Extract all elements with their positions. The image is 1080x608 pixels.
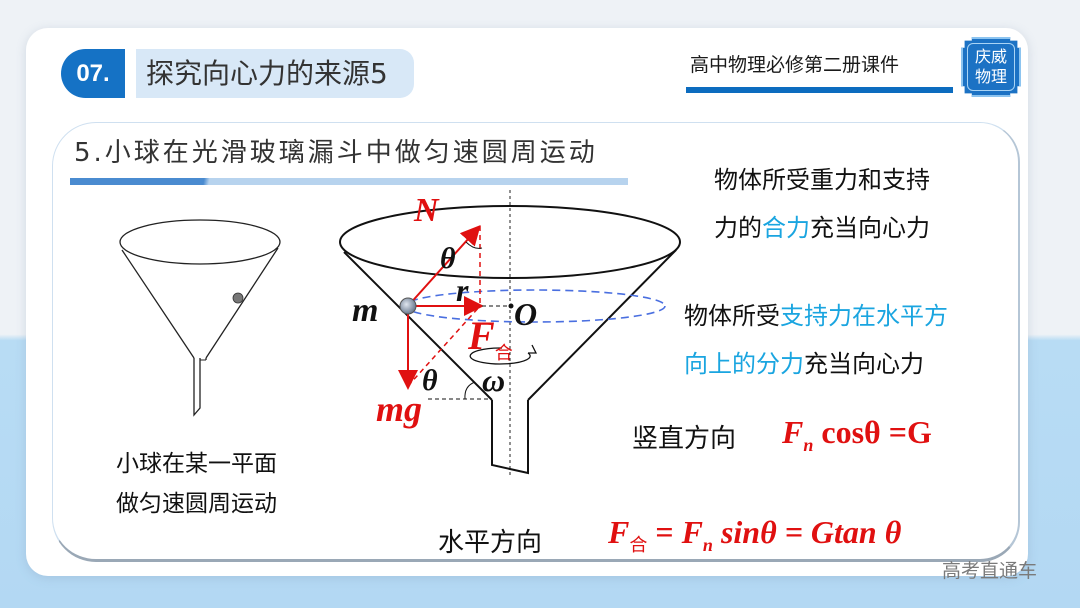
explanation1-highlight: 合力 xyxy=(762,214,810,242)
left-caption-line1: 小球在某一平面 xyxy=(116,451,277,477)
explanation2-line2-b: 充当向心力 xyxy=(804,350,924,378)
horizontal-sub: 合 xyxy=(629,535,648,556)
explanation2-line1: 物体所受支持力在水平方 xyxy=(684,296,948,331)
label-center: O xyxy=(514,296,538,332)
watermark: 高考直通车 xyxy=(942,560,1038,582)
label-mass: m xyxy=(352,292,379,329)
vertical-formula: Fn cosθ =G xyxy=(782,414,932,456)
vertical-F: F xyxy=(782,414,804,450)
explanation2-line1-a: 物体所受 xyxy=(684,302,780,330)
horizontal-rest: sinθ = Gtan θ xyxy=(712,514,902,550)
horizontal-F: F xyxy=(608,514,630,550)
explanation1-line2-b: 充当向心力 xyxy=(810,214,930,242)
label-radius: r xyxy=(456,272,469,308)
content-frame xyxy=(52,122,1020,562)
ball-icon xyxy=(232,292,244,304)
label-angular-velocity: ω xyxy=(482,362,506,398)
slide-card xyxy=(26,28,1028,576)
label-angle-top: θ xyxy=(440,242,456,275)
explanation1-line2-a: 力的 xyxy=(714,214,762,242)
horizontal-label: 水平方向 xyxy=(438,528,543,558)
explanation2-highlight1: 支持力在水平方 xyxy=(780,302,948,330)
subtitle: 5.小球在光滑玻璃漏斗中做匀速圆周运动 xyxy=(74,138,598,168)
left-caption-line2: 做匀速圆周运动 xyxy=(116,491,277,517)
horizontal-n: n xyxy=(702,535,713,555)
section-title: 探究向心力的来源5 xyxy=(136,49,414,98)
logo-badge: 庆威 物理 xyxy=(961,37,1021,97)
explanation1-line2: 力的合力充当向心力 xyxy=(714,208,930,243)
label-angle-bottom: θ xyxy=(422,364,438,397)
explanation2-highlight2: 向上的分力 xyxy=(684,350,804,378)
subtitle-underline xyxy=(70,178,628,185)
label-gravity: mg xyxy=(376,389,423,429)
course-label: 高中物理必修第二册课件 xyxy=(690,54,900,76)
explanation2-line2: 向上的分力充当向心力 xyxy=(684,344,924,379)
course-underline xyxy=(686,87,953,93)
vertical-rest: cosθ =G xyxy=(813,414,932,450)
label-net-force-sub: 合 xyxy=(494,343,513,364)
explanation1-line1: 物体所受重力和支持 xyxy=(714,166,930,194)
ball-icon xyxy=(399,297,417,315)
horizontal-eq1: = xyxy=(647,514,682,550)
small-funnel-diagram xyxy=(119,219,281,417)
label-net-force: F合 xyxy=(468,312,513,365)
horizontal-F2: F xyxy=(681,514,703,550)
logo-line2: 物理 xyxy=(974,67,1007,86)
horizontal-formula: F合 = Fn sinθ = Gtan θ xyxy=(608,514,901,557)
section-number-badge: 07. xyxy=(61,49,125,98)
force-analysis-diagram xyxy=(339,190,681,475)
logo-line1: 庆威 xyxy=(974,47,1007,66)
vertical-label: 竖直方向 xyxy=(632,424,737,454)
label-normal-force: N xyxy=(414,192,439,229)
label-net-force-F: F xyxy=(468,313,495,358)
vertical-n: n xyxy=(803,435,814,455)
